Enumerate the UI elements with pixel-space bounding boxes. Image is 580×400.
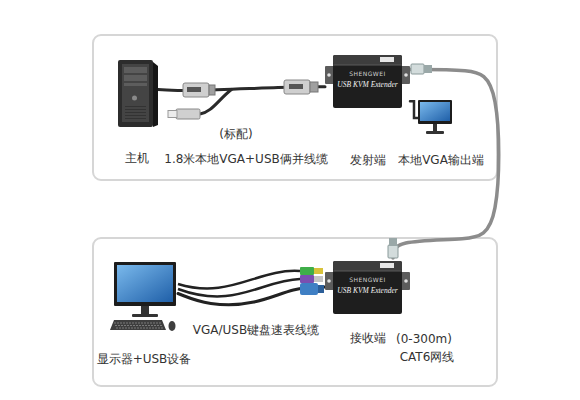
ear-hole [404, 73, 408, 77]
usb-plug-tip [168, 111, 177, 118]
vga-plug-pins [310, 82, 318, 92]
keyboard-keys [115, 325, 163, 326]
tower-grille [125, 118, 146, 119]
device-top [333, 55, 402, 65]
device-caption: 显示器+USB设备 [97, 352, 192, 366]
device-sticker [380, 57, 394, 62]
device-edge [333, 271, 402, 272]
brand-name: SHENGWEI [325, 70, 410, 77]
tower-side [153, 62, 158, 127]
desk-art [110, 262, 178, 332]
transmitter-unit: SHENGWEIUSB KVM Extender发射端 [325, 52, 410, 110]
device-caption: 主机 [125, 151, 149, 165]
tower-body [118, 60, 153, 127]
rj45-boot [389, 238, 397, 246]
tower-grille [125, 106, 146, 107]
usb-plug-purple [300, 275, 314, 283]
receiver-unit: SHENGWEIUSB KVM Extender接收端 [325, 258, 410, 316]
monitor-frame [418, 100, 452, 124]
usb-cable [178, 279, 300, 296]
lcd-art [418, 100, 452, 136]
model-name: USB KVM Extender [325, 286, 410, 295]
device-top [333, 261, 402, 271]
device-caption: 本地VGA输出端 [398, 153, 484, 167]
cat6-cable [393, 69, 499, 258]
vga-plug-sticker [289, 84, 303, 89]
device-caption: 发射端 [350, 153, 386, 167]
remote-panel [93, 238, 497, 386]
cable-label: (0-300m) [395, 332, 453, 346]
rj45-plug [388, 245, 398, 258]
vga-plug [183, 83, 209, 97]
keyboard-keys [116, 328, 164, 329]
cable-label: (标配) [218, 127, 253, 141]
ear-hole [404, 279, 408, 283]
drive-bay [124, 67, 147, 73]
brand-name: SHENGWEI [325, 276, 410, 283]
monitor-neck [433, 124, 437, 131]
mouse [169, 321, 176, 331]
cable-label: VGA/USB键盘速表线缆 [192, 323, 320, 337]
model-name: USB KVM Extender [325, 80, 410, 89]
tower-art [115, 58, 158, 128]
rj45-plug [411, 64, 424, 74]
tower-grille [125, 109, 146, 110]
keyboard-keys [114, 323, 162, 324]
keyboard [110, 320, 166, 330]
power-button [132, 96, 137, 101]
tower-front [122, 64, 149, 122]
ear-hole [327, 279, 331, 283]
usb-plug-tip [314, 268, 323, 274]
local-panel [93, 35, 497, 180]
monitor-usb-devices: 显示器+USB设备 [110, 262, 178, 332]
drive-bay [124, 75, 147, 81]
local-monitor: 本地VGA输出端 [418, 100, 452, 136]
monitor-neck [141, 306, 149, 314]
device-sticker [380, 263, 394, 268]
usb-cable [178, 271, 300, 289]
usb-plug-green [300, 267, 314, 275]
monitor-base [426, 131, 444, 134]
cable-label: 1.8米本地VGA+USB俩并线缆 [163, 152, 329, 166]
usb-plug [176, 109, 200, 119]
rj45-boot [424, 65, 432, 73]
monitor-screen [117, 265, 173, 302]
usb-plug-tip [314, 276, 323, 282]
host-computer: 主机 [115, 58, 158, 128]
monitor-screen [420, 102, 450, 121]
vga-plug-pins [209, 85, 215, 95]
vga-plug [284, 80, 310, 94]
vga-plug-sticker [187, 87, 201, 92]
tower-grille [125, 112, 146, 113]
tower-grille [125, 115, 146, 116]
drive-bay [124, 83, 147, 86]
monitor-base [132, 314, 158, 317]
monitor-frame [114, 262, 176, 306]
device-edge [333, 65, 402, 66]
device-caption: 接收端 [350, 331, 386, 345]
vga-plug-pins [318, 285, 324, 293]
ear-hole [327, 73, 331, 77]
cable-label: CAT6网线 [399, 350, 456, 364]
vga-plug-blue [300, 283, 318, 295]
vga-cable [410, 101, 418, 118]
